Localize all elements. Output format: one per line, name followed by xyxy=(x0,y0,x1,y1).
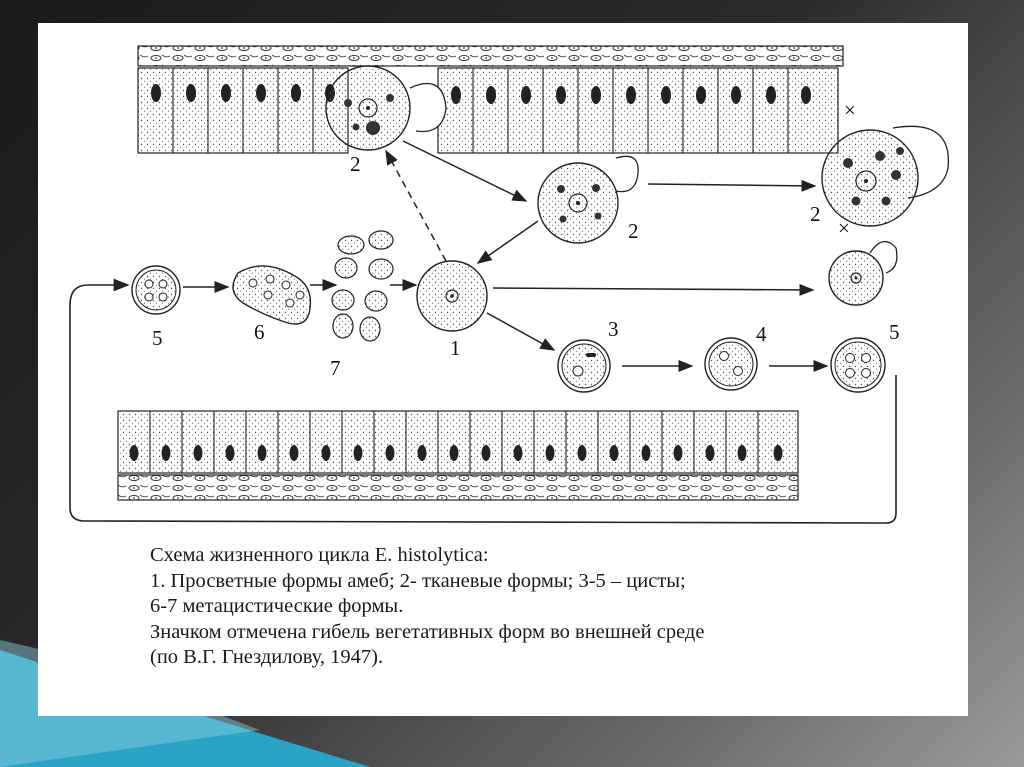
label-tissue-form-right: 2 xyxy=(810,202,821,226)
cyst-5-right xyxy=(831,338,885,392)
label-tissue-form-mid: 2 xyxy=(628,219,639,243)
figure-caption: Схема жизненного цикла E. histolytica: 1… xyxy=(150,543,950,671)
label-metacyst-6: 6 xyxy=(254,320,265,344)
label-tissue-form-top: 2 xyxy=(350,152,361,176)
label-cyst-3: 3 xyxy=(608,317,619,341)
luminal-amoeba-right xyxy=(829,242,897,305)
caption-line-3: 6-7 метацистические формы. xyxy=(150,594,950,620)
label-cyst-5-right: 5 xyxy=(889,320,900,344)
life-cycle-diagram: × × 2 2 2 1 3 4 5 5 6 7 xyxy=(38,23,968,533)
luminal-amoeba-1 xyxy=(417,261,487,331)
upper-intestinal-epithelium xyxy=(138,46,843,153)
tissue-amoeba-mid xyxy=(538,156,638,243)
slide-canvas: × × 2 2 2 1 3 4 5 5 6 7 Схема жизненного… xyxy=(38,23,968,716)
caption-line-2: 1. Просветные формы амеб; 2- тканевые фо… xyxy=(150,569,950,595)
lower-intestinal-epithelium xyxy=(118,411,798,500)
death-mark-2: × xyxy=(838,216,850,240)
tissue-amoeba-right xyxy=(822,126,948,226)
death-mark-1: × xyxy=(844,98,856,122)
cyst-3 xyxy=(558,340,610,392)
label-cyst-4: 4 xyxy=(756,322,767,346)
caption-line-5: (по В.Г. Гнездилову, 1947). xyxy=(150,645,950,671)
metacyst-7-amoebulae xyxy=(332,231,393,341)
caption-line-4: Значком отмечена гибель вегетативных фор… xyxy=(150,620,950,646)
tissue-amoeba-top xyxy=(326,66,446,150)
caption-line-1: Схема жизненного цикла E. histolytica: xyxy=(150,543,950,569)
label-cyst-5-left: 5 xyxy=(152,326,163,350)
cyst-5-left xyxy=(132,266,180,314)
label-luminal-form: 1 xyxy=(450,336,461,360)
metacyst-6 xyxy=(233,266,310,324)
cyst-4 xyxy=(705,338,757,390)
label-metacyst-7: 7 xyxy=(330,356,341,380)
